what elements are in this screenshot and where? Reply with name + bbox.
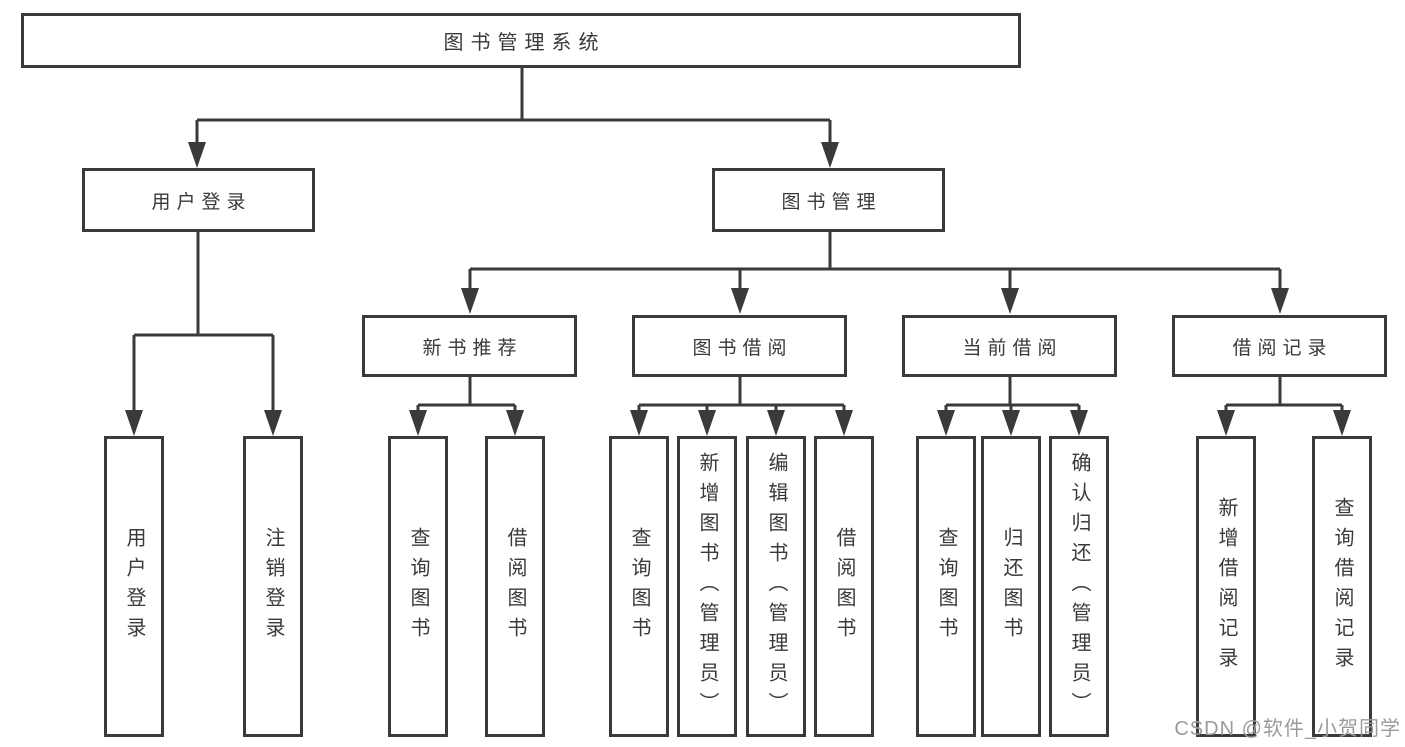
node-user-login: 用户登录 bbox=[82, 168, 315, 232]
node-borrow-records: 借阅记录 bbox=[1172, 315, 1387, 377]
node-label: 查询借阅记录 bbox=[1331, 496, 1353, 677]
node-label: 注销登录 bbox=[262, 526, 284, 647]
node-confirm-return-admin: 确认归还（管理员） bbox=[1049, 436, 1109, 737]
node-query-borrow-record: 查询借阅记录 bbox=[1312, 436, 1372, 737]
node-label: 图书管理系统 bbox=[443, 32, 606, 54]
node-book-management: 图书管理 bbox=[712, 168, 945, 232]
node-logout-leaf: 注销登录 bbox=[243, 436, 303, 737]
node-current-borrow: 当前借阅 bbox=[902, 315, 1117, 377]
watermark: CSDN @软件_小贺同学 bbox=[1174, 718, 1401, 740]
node-query-books-recommend: 查询图书 bbox=[388, 436, 448, 737]
node-label: 借阅图书 bbox=[833, 526, 855, 647]
node-query-books-current: 查询图书 bbox=[916, 436, 976, 737]
node-book-borrow: 图书借阅 bbox=[632, 315, 847, 377]
node-label: 确认归还（管理员） bbox=[1068, 451, 1090, 722]
node-new-book-recommend: 新书推荐 bbox=[362, 315, 577, 377]
node-label: 查询图书 bbox=[407, 526, 429, 647]
node-return-books: 归还图书 bbox=[981, 436, 1041, 737]
node-user-login-leaf: 用户登录 bbox=[104, 436, 164, 737]
node-edit-books-admin: 编辑图书（管理员） bbox=[746, 436, 806, 737]
node-borrow-books-leaf: 借阅图书 bbox=[814, 436, 874, 737]
node-label: 借阅记录 bbox=[1232, 337, 1333, 359]
node-label: 图书管理 bbox=[781, 191, 882, 213]
node-add-books-admin: 新增图书（管理员） bbox=[677, 436, 737, 737]
node-query-books-borrow: 查询图书 bbox=[609, 436, 669, 737]
node-label: 归还图书 bbox=[1000, 526, 1022, 647]
node-label: 新书推荐 bbox=[422, 337, 523, 359]
node-label: 新增借阅记录 bbox=[1215, 496, 1237, 677]
node-label: 用户登录 bbox=[123, 526, 145, 647]
node-label: 当前借阅 bbox=[962, 337, 1063, 359]
node-label: 用户登录 bbox=[151, 191, 252, 213]
node-label: 查询图书 bbox=[628, 526, 650, 647]
node-label: 编辑图书（管理员） bbox=[765, 451, 787, 722]
node-add-borrow-record: 新增借阅记录 bbox=[1196, 436, 1256, 737]
node-borrow-books-recommend: 借阅图书 bbox=[485, 436, 545, 737]
node-label: 图书借阅 bbox=[692, 337, 793, 359]
node-label: 借阅图书 bbox=[504, 526, 526, 647]
node-library-management-system: 图书管理系统 bbox=[21, 13, 1021, 68]
node-label: 查询图书 bbox=[935, 526, 957, 647]
node-label: 新增图书（管理员） bbox=[696, 451, 718, 722]
